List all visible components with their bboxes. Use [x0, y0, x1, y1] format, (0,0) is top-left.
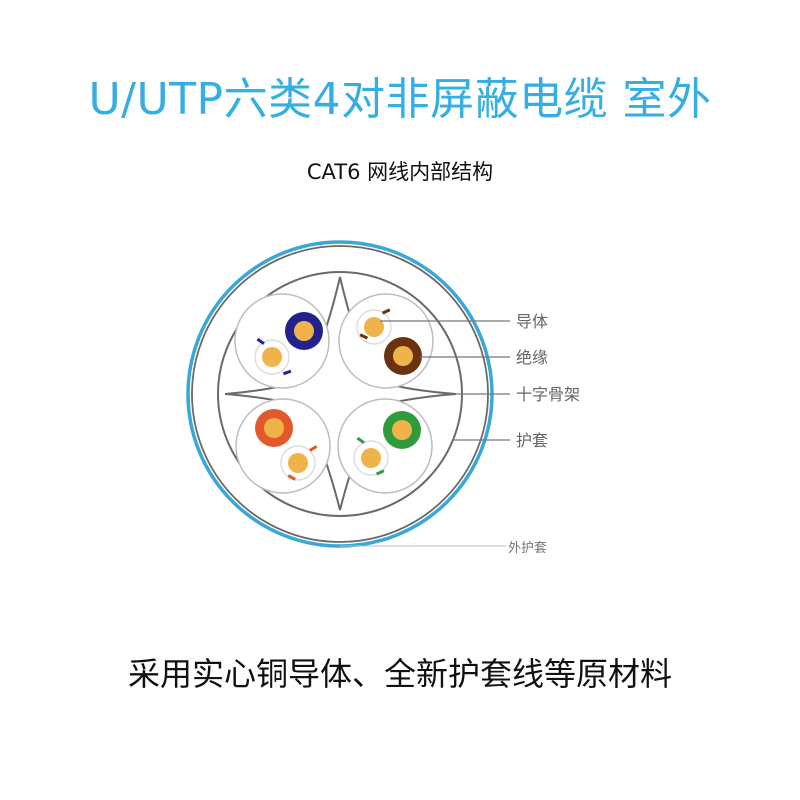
conductor [392, 420, 412, 440]
label-sheath: 护套 [516, 431, 548, 450]
page-footer-text: 采用实心铜导体、全新护套线等原材料 [127, 655, 672, 693]
conductor [361, 448, 381, 468]
page-title: U/UTP六类4对非屏蔽电缆 室外 [88, 74, 712, 125]
conductor [288, 453, 308, 473]
stripe-mark [359, 333, 369, 340]
pair-compartment-bottom-right [337, 398, 433, 494]
stripe-mark [287, 474, 296, 481]
stripe-mark [256, 337, 265, 345]
label-cross-separator: 十字骨架 [516, 385, 580, 404]
stripe-mark [375, 469, 385, 476]
conductor [393, 346, 413, 366]
stripe-mark [282, 369, 292, 376]
conductor [264, 418, 284, 438]
label-conductor: 导体 [516, 312, 548, 331]
stripe-mark [356, 436, 365, 444]
stripe-mark [381, 308, 391, 315]
conductor [294, 321, 314, 341]
page-subtitle: CAT6 网线内部结构 [306, 160, 494, 184]
label-outer-sheath: 外护套 [508, 540, 547, 556]
conductor [262, 347, 282, 367]
conductor [364, 317, 384, 337]
pair-compartment-top-right [338, 293, 434, 389]
label-insulation: 绝缘 [516, 348, 548, 367]
stripe-mark [309, 445, 318, 452]
